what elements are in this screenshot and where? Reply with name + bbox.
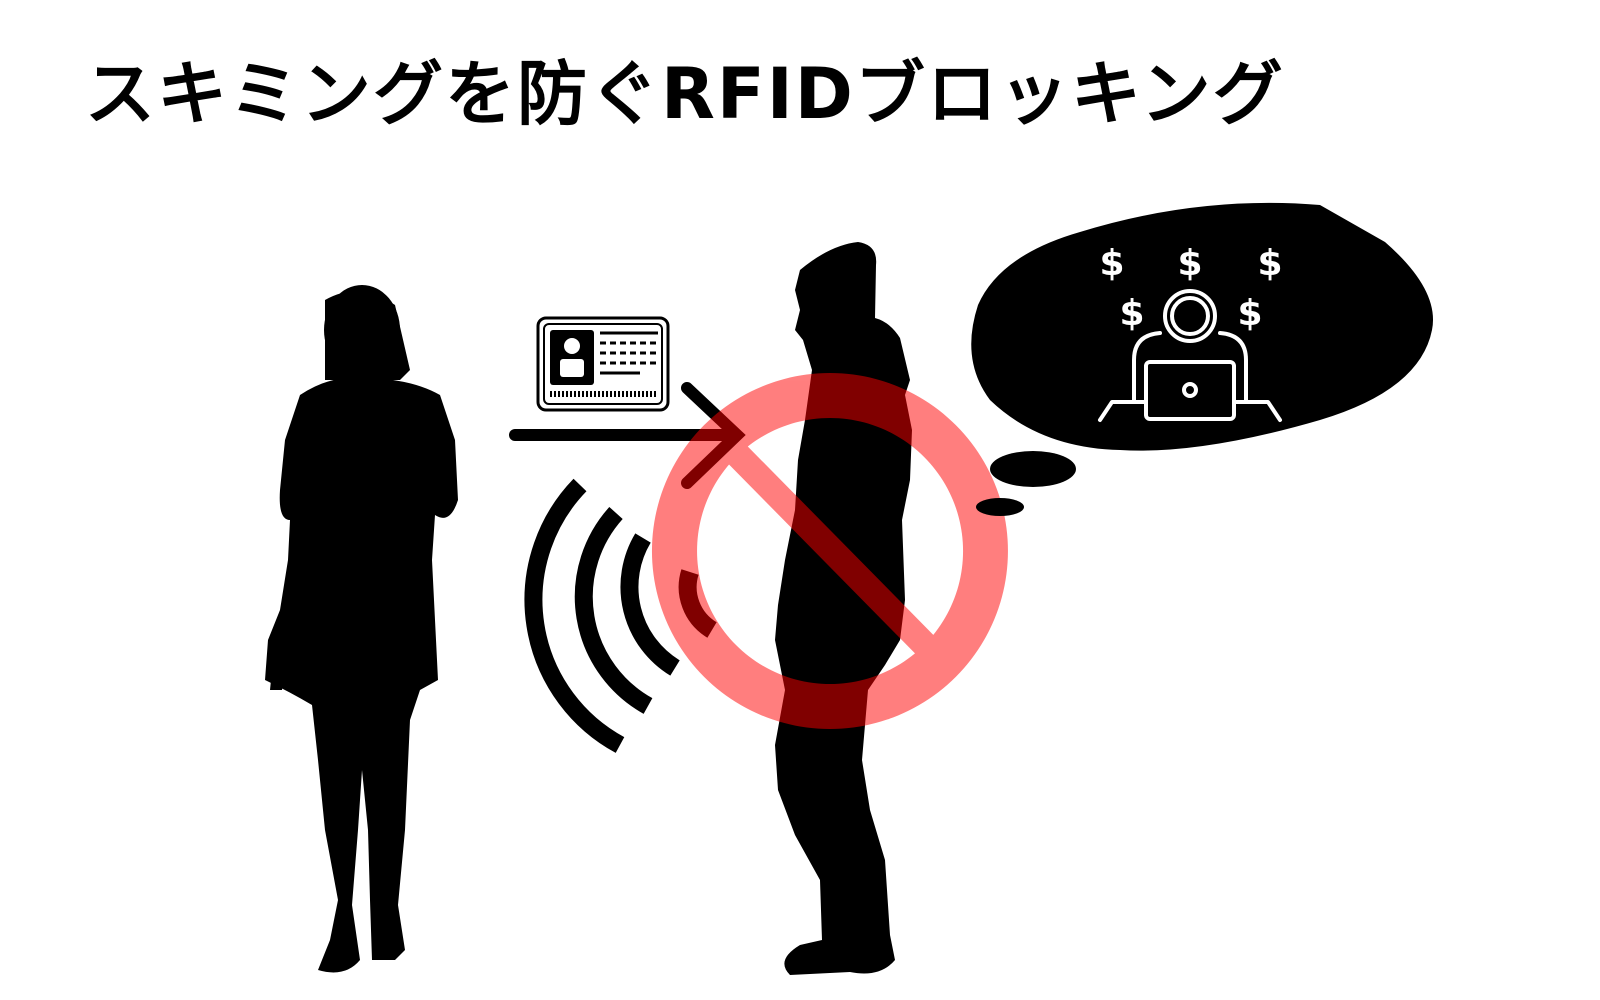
hacker-laptop-icon [1098, 289, 1282, 422]
prohibition-icon [651, 373, 1008, 729]
dollar-icon: $ [1237, 293, 1262, 334]
dollar-icon: $ [1177, 243, 1202, 284]
dollar-icon: $ [1099, 243, 1124, 284]
dollar-icon: $ [1257, 243, 1282, 284]
woman-silhouette-icon [265, 285, 458, 973]
dollar-icon: $ $ $ $ $ [1099, 243, 1282, 334]
id-card-icon [536, 316, 670, 412]
dollar-icon: $ [1119, 293, 1144, 334]
page-title: スキミングを防ぐRFIDブロッキング [85, 53, 1285, 135]
